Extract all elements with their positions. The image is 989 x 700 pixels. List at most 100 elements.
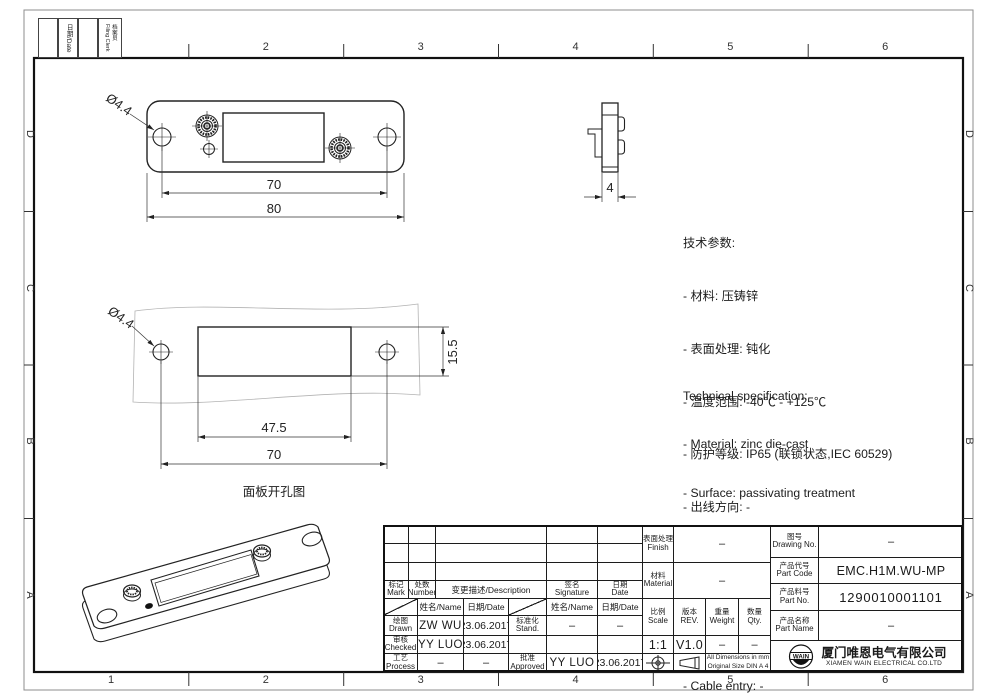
drawn-date: 23.06.2017	[463, 615, 509, 636]
svg-text:WAIN: WAIN	[793, 653, 810, 660]
dim-hole-pitch: 70	[267, 177, 281, 192]
zone-col-top-4: 4	[572, 41, 579, 53]
rev-cell	[546, 562, 598, 581]
checked-date: 23.06.2017	[463, 635, 509, 654]
filing-clerk-label-cn: 档案员	[110, 24, 117, 41]
rev-cell	[408, 525, 436, 544]
dim-cutout-height: 15.5	[445, 339, 460, 364]
material-value: –	[673, 562, 771, 599]
drawn-name: ZW WU	[417, 615, 464, 636]
zone-col-bottom-4: 4	[572, 674, 579, 686]
iso-hole-right	[301, 531, 323, 547]
first-angle-target-icon	[646, 655, 670, 671]
filing-clerk-box: 档案员 Filing Clerk	[98, 18, 122, 58]
stand-date: –	[597, 615, 643, 636]
approved-name: YY LUO	[546, 653, 598, 673]
rev-cell	[546, 543, 598, 563]
filing-date-label: 日期/Date	[65, 23, 73, 53]
projection-symbol-cell	[642, 653, 674, 673]
zone-col-top-2: 2	[262, 41, 269, 53]
diagonal-cell	[508, 598, 547, 616]
part-name-value: –	[818, 610, 964, 641]
iso-boss-1	[122, 584, 142, 602]
rev-cell	[383, 525, 409, 544]
filing-clerk-label-en: Filing Clerk	[104, 24, 110, 52]
rev-cell	[383, 543, 409, 563]
cutout-dimensions	[131, 325, 449, 469]
rev-cell	[435, 543, 547, 563]
side-tab-2	[618, 139, 626, 155]
drawing-no-value: –	[818, 525, 964, 558]
part-code-value: EMC.H1M.WU-MP	[818, 557, 964, 584]
side-tab-1	[618, 116, 626, 132]
qty-value: –	[738, 635, 771, 654]
zone-col-bottom-1: 1	[107, 674, 115, 686]
rev-cell	[408, 543, 436, 563]
empty-cell	[546, 635, 598, 654]
filing-box-empty-2	[78, 18, 98, 58]
empty-cell	[508, 635, 547, 654]
rev-value: V1.0	[673, 635, 706, 654]
projection-cone-icon	[679, 656, 699, 670]
rev-cell	[383, 562, 409, 581]
zone-row-right-b: B	[963, 437, 975, 445]
tech-notes-en-title: Technical specification:	[683, 389, 808, 404]
checked-name: YY LUO	[417, 635, 464, 654]
dim-cutout-width: 47.5	[261, 420, 286, 435]
panel-outline	[132, 303, 421, 404]
dimensions-note: All Dimensions in mm Original Size DIN A…	[705, 653, 771, 673]
side-view: 4	[584, 102, 636, 202]
flange-outline	[146, 100, 405, 173]
diagonal-cell	[383, 598, 418, 616]
rev-cell	[435, 525, 547, 544]
rev-header-description: 变更描述/Description	[435, 580, 547, 599]
filing-box-empty-1	[38, 18, 58, 58]
part-no-value: 1290010001101	[818, 583, 964, 611]
zone-col-bottom-3: 3	[417, 674, 424, 686]
iso-hole-left	[96, 608, 118, 624]
cutout-caption: 面板开孔图	[242, 485, 306, 499]
rev-cell	[435, 562, 547, 581]
zone-row-left-c: C	[24, 284, 36, 292]
iso-window-outer	[150, 549, 260, 607]
zone-row-left-d: D	[24, 130, 36, 138]
filing-date-box: 日期/Date	[58, 18, 78, 58]
side-flange	[587, 128, 602, 158]
flange-window	[222, 112, 325, 163]
zone-row-left-b: B	[24, 437, 36, 445]
company-name-en: XIAMEN WAIN ELECTRICAL CO.LTD	[825, 660, 943, 668]
side-profile	[601, 102, 619, 173]
iso-boss-2	[252, 544, 272, 562]
zone-col-top-3: 3	[417, 41, 424, 53]
subheader-name-left: 姓名/Name	[417, 598, 464, 616]
process-name: –	[417, 653, 464, 673]
rev-cell	[597, 525, 643, 544]
cutout-view: Ø4.4 15.5 47.5 70	[105, 303, 460, 469]
zone-row-right-c: C	[963, 284, 975, 292]
rev-cell	[597, 543, 643, 563]
dim-cutout-hole: Ø4.4	[105, 303, 137, 331]
zone-col-top-5: 5	[727, 41, 734, 53]
stand-name: –	[546, 615, 598, 636]
approved-date: 23.06.2017	[597, 653, 643, 673]
zone-row-right-d: D	[963, 130, 975, 138]
front-view-dimensions	[129, 113, 405, 222]
finish-value: –	[673, 525, 771, 563]
scale-value: 1:1	[642, 635, 674, 654]
zone-col-bottom-5: 5	[727, 674, 734, 686]
zone-col-top-6: 6	[882, 41, 889, 53]
